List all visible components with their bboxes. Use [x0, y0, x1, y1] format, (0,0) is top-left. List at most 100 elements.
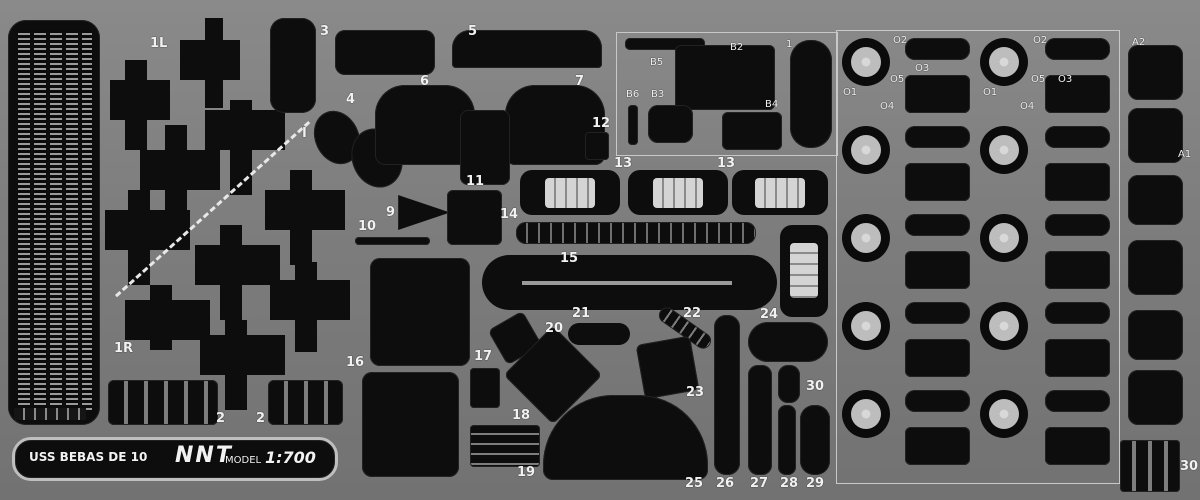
gun-label-O1: O1 [843, 87, 858, 98]
part-10 [355, 237, 430, 245]
part-label-B4: B4 [765, 99, 779, 110]
part-label-1R: 1R [114, 341, 134, 356]
part-A-2 [1128, 108, 1183, 163]
part-label-30b: 30 [1180, 459, 1199, 474]
name-plate: USS BEBAS DE 10 NNT MODEL 1:700 [12, 437, 338, 481]
gun-label-O5b: O5 [1031, 74, 1046, 85]
railing-strip [8, 20, 100, 425]
part-B4 [722, 112, 782, 150]
gun-label-O3: O3 [915, 63, 930, 74]
part-27 [748, 365, 772, 475]
part-B6 [628, 105, 638, 145]
part-label-3: 3 [320, 24, 330, 39]
part-label-14: 14 [500, 207, 519, 222]
part-label-4: 4 [346, 92, 356, 107]
part-x-frame [335, 30, 435, 75]
part-label-26: 26 [716, 476, 735, 491]
part-label-1L: 1L [150, 36, 168, 51]
frame-b [616, 32, 838, 156]
part-label-5: 5 [468, 24, 478, 39]
part-30-grid [1120, 440, 1180, 492]
part-A-3 [1128, 175, 1183, 225]
part-17 [470, 368, 500, 408]
part-16-bottom [362, 372, 459, 477]
part-11 [447, 190, 502, 245]
part-label-16: 16 [346, 355, 365, 370]
scale-label: 1:700 [265, 448, 316, 467]
gun-ring-1 [842, 38, 890, 86]
part-6 [375, 85, 475, 165]
part-label-6: 6 [420, 74, 430, 89]
frame-guns [836, 30, 1120, 484]
gun-label-O1b: O1 [983, 87, 998, 98]
part-label-B2: B2 [730, 42, 744, 53]
part-label-23: 23 [686, 385, 705, 400]
gun-label-O2: O2 [893, 35, 908, 46]
gun-label-O4: O4 [880, 101, 895, 112]
part-15 [482, 255, 777, 310]
part-30-anchor [778, 365, 800, 403]
part-label-B3: B3 [651, 89, 665, 100]
gun-ring-10 [980, 390, 1028, 438]
part-A-1 [1128, 45, 1183, 100]
part-label-21: 21 [572, 306, 591, 321]
part-B2 [675, 45, 775, 110]
part-label-13a: 13 [614, 156, 633, 171]
part-16-top [370, 258, 470, 366]
part-label-10: 10 [358, 219, 377, 234]
part-label-12: 12 [592, 116, 611, 131]
gun-ring-9 [980, 302, 1028, 350]
part-label-2a: 2 [216, 411, 226, 426]
part-3 [270, 18, 316, 113]
part-label-15: 15 [560, 251, 579, 266]
gun-ring-2 [842, 126, 890, 174]
part-label-11: 11 [466, 174, 485, 189]
part-19 [470, 425, 540, 467]
part-label-29: 29 [806, 476, 825, 491]
part-label-28: 28 [780, 476, 799, 491]
part-A-5 [1128, 310, 1183, 360]
gun-label-O5: O5 [890, 74, 905, 85]
part-28 [778, 405, 796, 475]
part-label-27: 27 [750, 476, 769, 491]
part-9 [398, 195, 450, 230]
part-B1 [790, 40, 832, 148]
gun-label-O3b: O3 [1058, 74, 1073, 85]
part-B3 [648, 105, 693, 143]
gun-label-O4b: O4 [1020, 101, 1035, 112]
part-label-I: I [302, 126, 307, 141]
part-label-9: 9 [386, 205, 396, 220]
part-label-B1: 1 [786, 39, 793, 50]
gun-label-O2b: O2 [1033, 35, 1048, 46]
part-label-A2: A2 [1132, 37, 1146, 48]
part-6-7-strut [460, 110, 510, 185]
part-14 [516, 222, 756, 244]
part-2-right [268, 380, 343, 425]
part-label-19: 19 [517, 465, 536, 480]
gun-ring-6 [980, 38, 1028, 86]
chain-strip [14, 408, 86, 420]
part-12 [585, 132, 609, 160]
part-label-30a: 30 [806, 379, 825, 394]
part-label-B6: B6 [626, 89, 640, 100]
gun-ring-8 [980, 214, 1028, 262]
part-label-7: 7 [575, 74, 585, 89]
part-label-25: 25 [685, 476, 704, 491]
part-label-18: 18 [512, 408, 531, 423]
part-label-22: 22 [683, 306, 702, 321]
part-label-13b: 13 [717, 156, 736, 171]
part-29 [800, 405, 830, 475]
part-label-A1: A1 [1178, 149, 1192, 160]
part-label-17: 17 [474, 349, 493, 364]
brand-sub: MODEL [225, 455, 262, 466]
ship-name: USS BEBAS DE 10 [29, 450, 148, 464]
part-26 [714, 315, 740, 475]
gun-ring-4 [842, 302, 890, 350]
part-A-6 [1128, 370, 1183, 425]
part-5 [452, 30, 602, 68]
part-label-2b: 2 [256, 411, 266, 426]
gun-ring-5 [842, 390, 890, 438]
part-2-left [108, 380, 218, 425]
part-label-B5: B5 [650, 57, 664, 68]
